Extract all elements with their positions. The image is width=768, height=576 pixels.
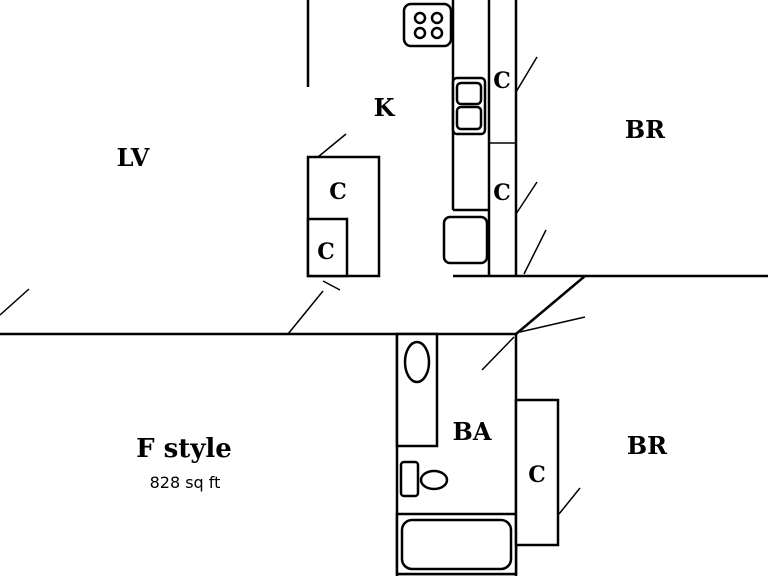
- bathtub-basin-icon: [400, 518, 513, 571]
- sink-icon: [403, 340, 431, 384]
- room-label-bedroom-bottom: BR: [627, 431, 668, 460]
- burner-icon: [430, 11, 444, 25]
- door-swing-pantry: [317, 133, 347, 158]
- closet-label: C: [329, 179, 347, 205]
- sink-basin-icon: [455, 81, 483, 106]
- door-swing-hall: [287, 290, 324, 335]
- plan-title: F style: [136, 434, 232, 464]
- kitchen-pantry-small: [306, 217, 349, 278]
- bedroom-closet: [514, 398, 560, 547]
- room-label-kitchen: K: [374, 93, 396, 122]
- sink-basin-icon: [455, 105, 483, 131]
- refrigerator-icon: [442, 215, 489, 265]
- plan-area: 828 sq ft: [150, 473, 221, 492]
- door-swing-closet-upper: [515, 56, 538, 93]
- closet-label: C: [317, 239, 335, 265]
- burner-icon: [413, 26, 427, 40]
- room-label-bedroom-top: BR: [625, 115, 666, 144]
- toilet-tank-icon: [399, 460, 420, 498]
- door-swing-bedroom-bottom: [519, 316, 586, 333]
- door-swing-bath: [481, 336, 515, 371]
- burner-icon: [413, 11, 427, 25]
- closet-label: C: [528, 462, 546, 488]
- burner-icon: [430, 26, 444, 40]
- door-swing-hall-tip: [322, 280, 341, 291]
- door-swing-bedroom-top: [523, 229, 547, 275]
- room-label-bath: BA: [453, 417, 492, 446]
- stove-icon: [402, 2, 453, 48]
- toilet-bowl-icon: [419, 469, 449, 491]
- kitchen-fixtures: [306, 0, 489, 278]
- bath-fixtures: [395, 332, 518, 576]
- diagonal-wall: [515, 275, 586, 335]
- door-swing-living: [0, 288, 30, 316]
- door-swing-bedroom-closet: [558, 487, 581, 515]
- room-label-living: LV: [117, 143, 150, 172]
- closet-label: C: [493, 68, 511, 94]
- closet-label: C: [493, 180, 511, 206]
- door-swings: [0, 56, 586, 515]
- door-swing-closet-lower: [515, 181, 538, 215]
- labels: LV K BR BR BA C C C C C F style 828 sq f…: [117, 68, 668, 492]
